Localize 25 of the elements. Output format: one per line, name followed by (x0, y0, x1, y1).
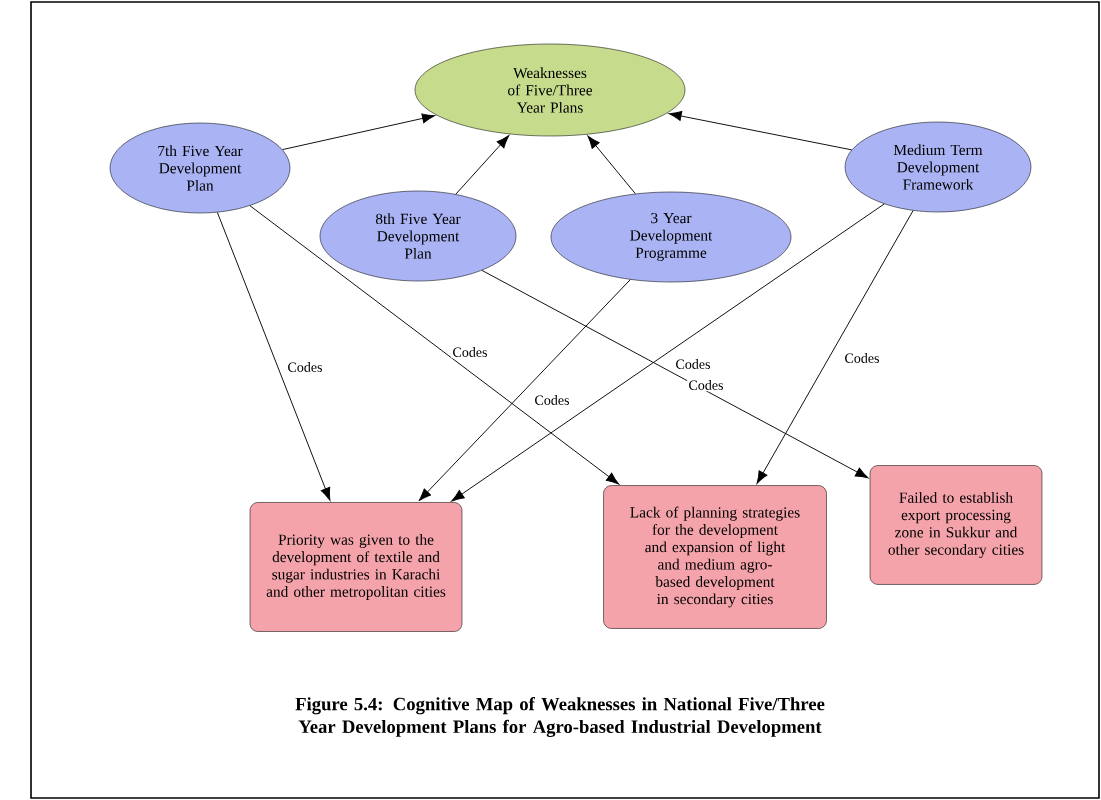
edge-label: Codes (687, 378, 725, 392)
ellipse-node: Medium Term Development Framework (844, 121, 1032, 213)
arrow (455, 135, 510, 195)
ellipse-node: Weaknesses of Five/Three Year Plans (414, 43, 686, 137)
edge-label: Codes (533, 393, 571, 407)
arrow (756, 210, 914, 484)
arrow (668, 111, 853, 151)
arrow (481, 269, 869, 479)
arrow (451, 203, 885, 502)
edge-label: Codes (286, 360, 324, 374)
outcome-box: Failed to establish export processing zone in Sukkur and other secondary cities (869, 465, 1043, 585)
edge-label: Codes (843, 351, 881, 365)
arrow (587, 135, 636, 195)
edge-label: Codes (451, 345, 489, 359)
arrow (418, 279, 631, 502)
arrow (216, 211, 331, 501)
ellipse-node: 7th Five Year Development Plan (109, 122, 291, 214)
arrow (282, 113, 436, 151)
ellipse-node: 3 Year Development Programme (550, 191, 792, 283)
ellipse-node: 8th Five Year Development Plan (319, 190, 517, 282)
outcome-box: Lack of planning strategies for the development and expansion of light and medium agro-based development in secondary cities (603, 485, 827, 629)
figure-caption: Figure 5.4: Cognitive Map of Weaknesses in National Five/Three Year Development Plans for Agro-based Industrial Development (295, 697, 825, 737)
edge-label: Codes (674, 357, 712, 371)
arrow (249, 205, 620, 485)
outcome-box: Priority was given to the development of textile and sugar industries in Karachi and other metropolitan cities (249, 502, 463, 632)
